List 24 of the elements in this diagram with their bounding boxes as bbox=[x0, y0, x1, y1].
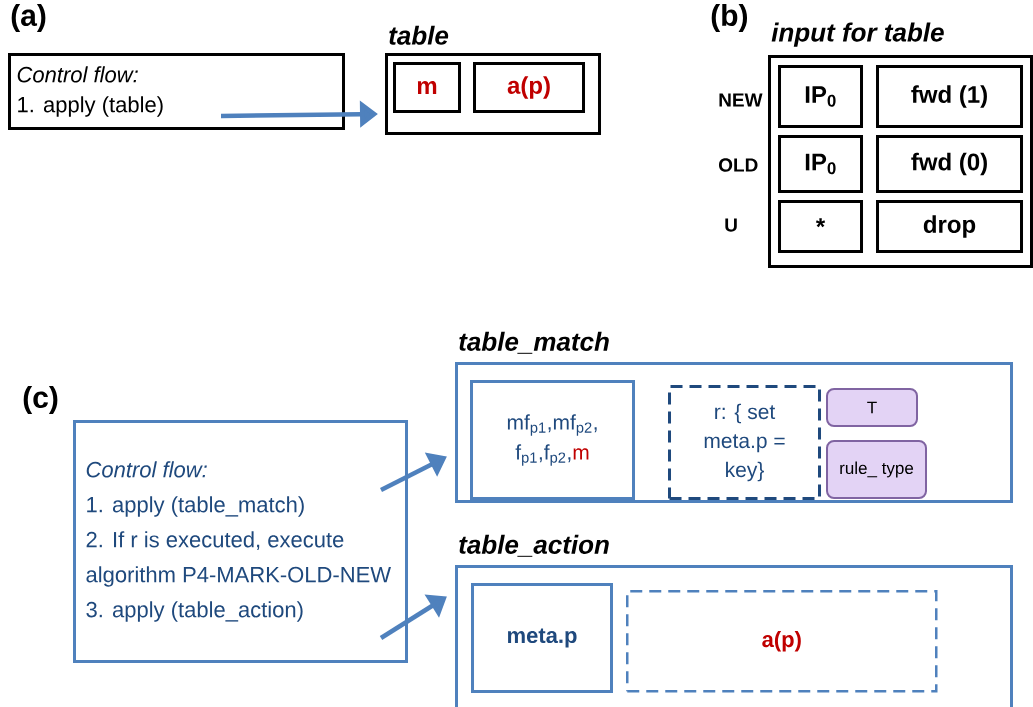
table-cell: fwd (1) bbox=[876, 65, 1023, 128]
match-field-box: mf$_{p1}$,mf$_{p2}$, f$_{p1}$,f$_{p2}$,m bbox=[470, 380, 635, 500]
table-heading: table bbox=[389, 25, 449, 45]
table-cell: IP$_{0}$ bbox=[778, 65, 863, 128]
table-cell: * bbox=[778, 200, 863, 253]
control-flow-box: Control flow: 1. apply (table) bbox=[8, 53, 345, 130]
panel-label: (b) bbox=[711, 4, 748, 32]
action-box: a(p) bbox=[626, 590, 938, 693]
table-cell: meta.p bbox=[471, 583, 613, 693]
table-cell: IP$_{0}$ bbox=[778, 135, 863, 193]
table-cell: drop bbox=[876, 200, 1023, 253]
tag-box: T bbox=[826, 388, 918, 427]
row-label: NEW bbox=[719, 93, 763, 107]
tag-box: rule_ type bbox=[826, 440, 927, 499]
panel-label: (c) bbox=[23, 386, 58, 414]
table-cell: m bbox=[393, 62, 461, 113]
table-heading: table_match bbox=[459, 331, 609, 354]
row-label: OLD bbox=[719, 158, 758, 172]
row-label: U bbox=[725, 218, 737, 232]
table-heading: input for table bbox=[771, 22, 944, 47]
control-flow-box: Control flow: 1. apply (table_match) 2. If r is executed, execute algorithm P4-MARK-OLD-NEW 3. apply (table_action) bbox=[73, 420, 408, 663]
table-cell: a(p) bbox=[473, 62, 585, 113]
table-cell: fwd (0) bbox=[876, 135, 1023, 193]
table-heading: table_action bbox=[459, 534, 609, 557]
